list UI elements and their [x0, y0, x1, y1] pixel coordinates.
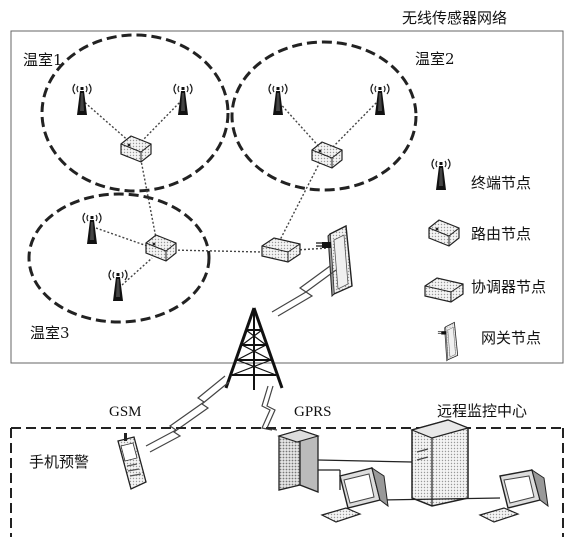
legend-gateway-node-icon [437, 322, 459, 362]
end-node-icon [268, 83, 288, 116]
phone-alert-label: 手机预警 [29, 453, 89, 471]
router-node-icon [311, 141, 343, 169]
greenhouse-1-boundary [40, 33, 230, 193]
wsn-title: 无线传感器网络 [402, 9, 507, 27]
monitor-center-label: 远程监控中心 [437, 402, 527, 420]
legend-label-router-node: 路由节点 [471, 225, 531, 243]
gprs-label: GPRS [294, 404, 332, 420]
greenhouse-1-label: 温室1 [23, 51, 63, 69]
legend-label-gateway-node: 网关节点 [481, 329, 541, 347]
end-node-icon [82, 212, 102, 245]
lan-links [317, 459, 501, 501]
mobile-phone-icon [117, 433, 147, 490]
end-node-icon [72, 83, 92, 116]
end-node-icon [173, 83, 193, 116]
end-node-icon [370, 83, 390, 116]
router-node-icon [120, 135, 152, 163]
gsm-label: GSM [109, 404, 142, 420]
gprs-server-icon [277, 429, 320, 493]
greenhouse-3-label: 温室3 [30, 324, 70, 342]
router-node-icon [145, 234, 177, 262]
legend-router-node-icon [428, 219, 460, 247]
computer-icon [478, 468, 549, 523]
monitoring-server-icon [410, 419, 470, 507]
monitoring-center-boundary [10, 427, 564, 537]
cell-tower-icon [224, 307, 284, 390]
end-node-icon [108, 269, 128, 302]
legend-end-node-icon [431, 158, 451, 191]
gateway-node-icon [315, 225, 353, 297]
legend-label-end-node: 终端节点 [471, 174, 531, 192]
greenhouse-3-boundary [27, 192, 211, 324]
greenhouse-2-boundary [230, 40, 418, 192]
legend-coordinator-node-icon [424, 277, 464, 303]
computer-icon [320, 466, 389, 523]
legend-label-coordinator-node: 协调器节点 [471, 278, 546, 296]
greenhouse-2-label: 温室2 [415, 50, 455, 68]
wireless-links [81, 99, 380, 286]
wsn-boundary [10, 30, 564, 364]
coordinator-node-icon [261, 237, 301, 263]
wireless-signal-links [145, 265, 337, 453]
